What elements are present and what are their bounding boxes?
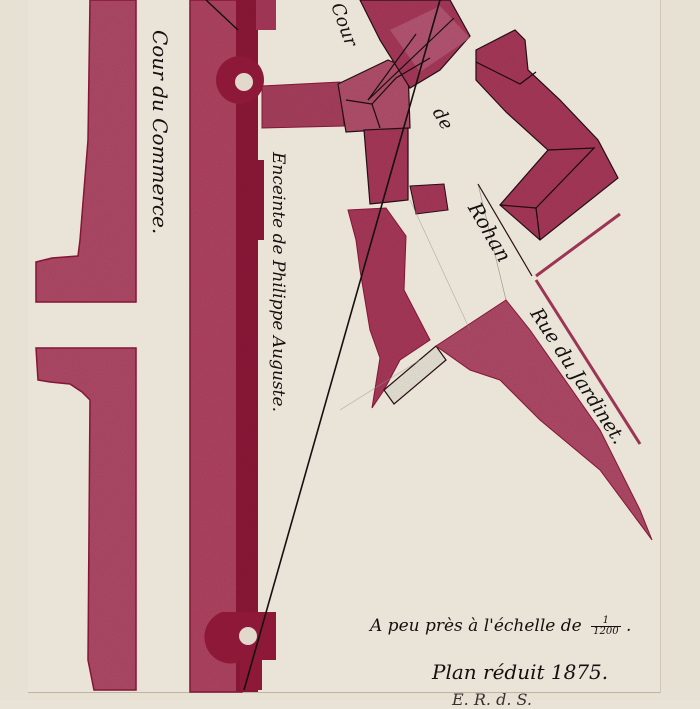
rue-du-jardinet-edges bbox=[477, 183, 642, 445]
roof-lines bbox=[345, 57, 596, 241]
west-building-block bbox=[35, 0, 137, 691]
scale-caption: A peu près à l'échelle de 1 1200 . bbox=[370, 616, 631, 637]
label-enceinte-philippe-auguste: Enceinte de Philippe Auguste. bbox=[268, 152, 288, 412]
scale-text: A peu près à l'échelle de bbox=[370, 616, 582, 636]
scale-fraction: 1 1200 bbox=[591, 616, 621, 637]
scale-numerator: 1 bbox=[591, 616, 621, 627]
tower-south bbox=[204, 612, 276, 690]
plan-title: Plan réduit 1875. bbox=[432, 660, 609, 684]
label-cour-du-commerce: Cour du Commerce. bbox=[148, 30, 172, 235]
scale-denominator: 1200 bbox=[593, 626, 619, 637]
pencil-guides bbox=[339, 199, 471, 411]
rohan-buildings bbox=[261, 0, 653, 541]
scale-suffix: . bbox=[625, 616, 632, 636]
enceinte-wall-band bbox=[189, 0, 276, 693]
survey-lines bbox=[205, 0, 455, 691]
tower-north bbox=[216, 56, 264, 104]
